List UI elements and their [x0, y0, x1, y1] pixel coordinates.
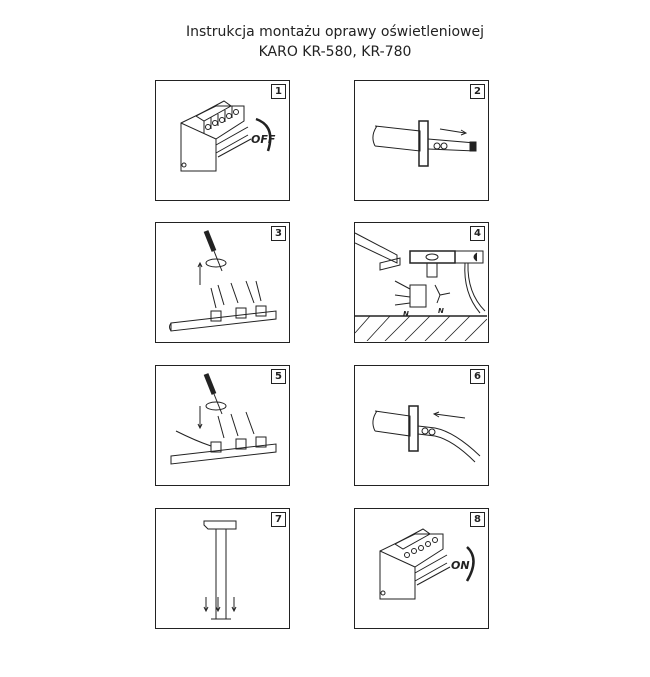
- insert-cable-illustration: [372, 405, 481, 463]
- screw-cover-illustration: [170, 373, 277, 465]
- wire-connection-illustration: N N: [355, 232, 487, 341]
- step-2-panel: 2: [354, 80, 489, 201]
- step-number: 6: [470, 369, 485, 384]
- unscrew-cover-illustration: [169, 230, 277, 332]
- neutral-label-right: N: [438, 307, 444, 315]
- step-4-panel: N N 4: [354, 222, 489, 343]
- step-5-panel: 5: [155, 365, 290, 486]
- step-number: 5: [271, 369, 286, 384]
- pull-out-cable-illustration: [372, 120, 477, 167]
- step-1-panel: OFF 1: [155, 80, 290, 201]
- neutral-label-left: N: [403, 310, 409, 318]
- step-number: 4: [470, 226, 485, 241]
- circuit-breaker-on-illustration: ON: [379, 528, 475, 600]
- step-7-panel: 7: [155, 508, 290, 629]
- mount-post-illustration: [203, 520, 237, 620]
- off-label: OFF: [251, 133, 276, 146]
- on-label: ON: [451, 559, 470, 572]
- step-number: 2: [470, 84, 485, 99]
- step-number: 8: [470, 512, 485, 527]
- step-3-panel: 3: [155, 222, 290, 343]
- step-6-panel: 6: [354, 365, 489, 486]
- document-title: Instrukcja montażu oprawy oświetleniowej: [185, 24, 484, 40]
- step-number: 3: [271, 226, 286, 241]
- circuit-breaker-off-illustration: OFF: [180, 100, 276, 172]
- product-model: KARO KR-580, KR-780: [258, 44, 412, 60]
- step-number: 7: [271, 512, 286, 527]
- step-number: 1: [271, 84, 286, 99]
- step-8-panel: ON 8: [354, 508, 489, 629]
